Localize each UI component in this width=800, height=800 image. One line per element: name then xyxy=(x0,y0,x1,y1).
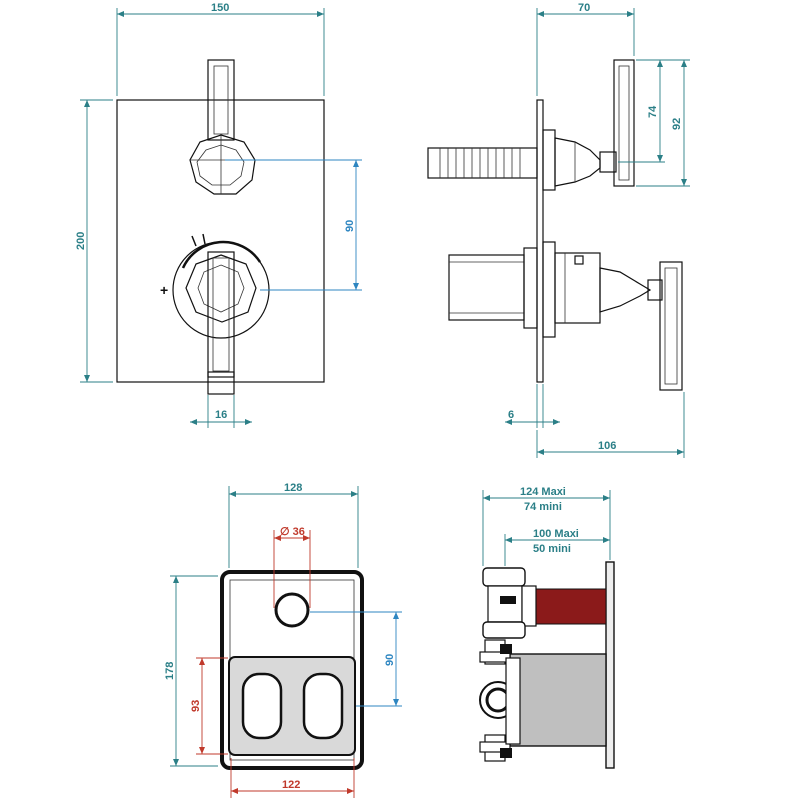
upper-handle-side xyxy=(554,59,635,187)
dim-90-front: 90 xyxy=(344,220,356,232)
upper-handle xyxy=(189,59,256,195)
dim-50-mini: 50 mini xyxy=(533,543,571,555)
front-view: + 150 200 90 16 xyxy=(75,2,362,428)
extension-rod xyxy=(534,588,607,625)
upper-spindle xyxy=(427,147,538,179)
dim-100-maxi: 100 Maxi xyxy=(533,528,579,540)
lower-handle-side xyxy=(599,261,683,391)
cutout-frame xyxy=(220,570,364,770)
front-cover-plate xyxy=(116,99,325,383)
body-view: 124 Maxi 74 mini 100 Maxi 50 mini xyxy=(479,486,615,769)
lower-fittings xyxy=(479,639,521,762)
valve-body xyxy=(509,653,607,747)
dim-6: 6 xyxy=(508,409,514,421)
dim-93: 93 xyxy=(190,700,202,712)
dim-74-mini: 74 mini xyxy=(524,501,562,513)
dim-124-maxi: 124 Maxi xyxy=(520,486,566,498)
slot-left xyxy=(241,672,283,740)
side-view: 70 74 92 6 106 xyxy=(427,2,690,458)
dim-70: 70 xyxy=(578,2,590,14)
body-mount-plate xyxy=(605,561,615,769)
cutout-view: 128 ∅ 36 90 178 93 122 xyxy=(164,482,402,798)
dim-200: 200 xyxy=(75,232,87,250)
plus-sign: + xyxy=(160,282,168,298)
dim-16: 16 xyxy=(215,409,227,421)
dim-74: 74 xyxy=(647,105,659,118)
dim-122: 122 xyxy=(282,779,300,791)
side-plate xyxy=(536,99,544,383)
dim-106: 106 xyxy=(598,440,616,452)
dim-90-cutout: 90 xyxy=(384,654,396,666)
lower-cartridge xyxy=(448,247,601,329)
dim-178: 178 xyxy=(164,662,176,680)
diverter-hole xyxy=(274,592,310,628)
dim-92: 92 xyxy=(671,118,683,130)
upper-fitting xyxy=(482,567,537,639)
slot-right xyxy=(302,672,344,740)
dim-128: 128 xyxy=(284,482,302,494)
lower-handle: + xyxy=(160,233,270,395)
dim-150: 150 xyxy=(211,2,229,14)
dim-36: ∅ 36 xyxy=(280,526,305,538)
